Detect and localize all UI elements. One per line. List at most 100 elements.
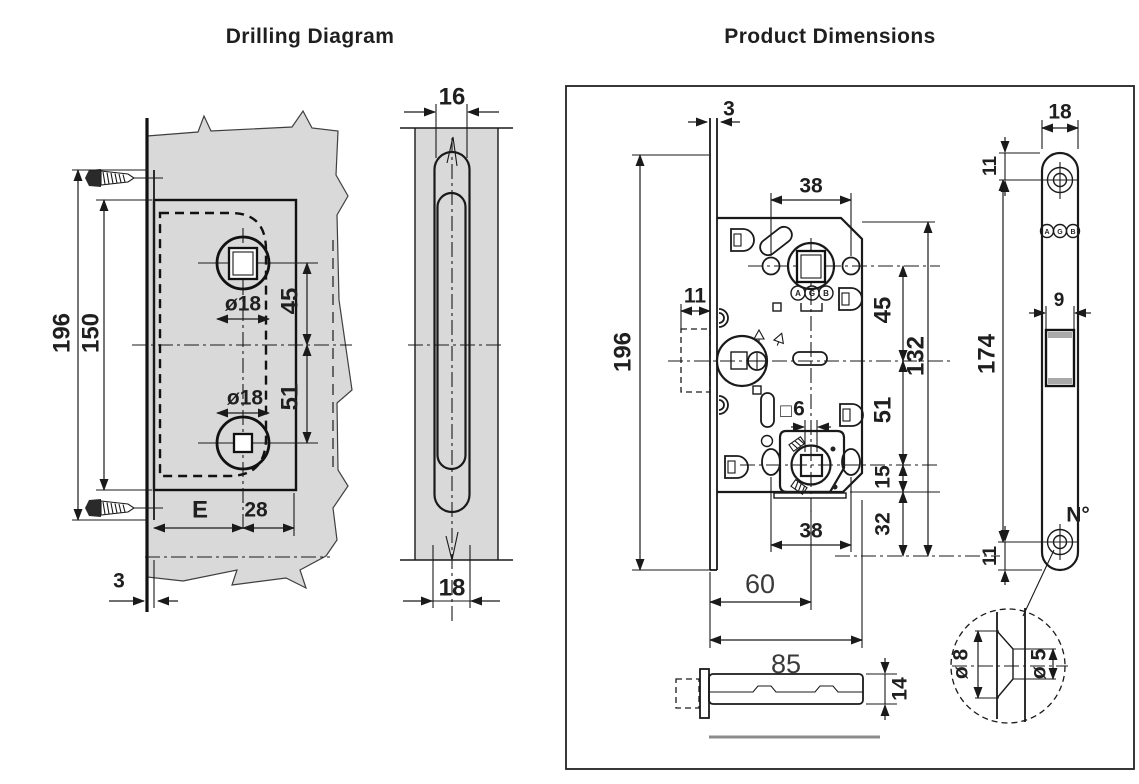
dim-15-label: 15 — [872, 465, 895, 489]
dim-latch-width: 9 — [1029, 290, 1091, 330]
dim-196-label: 196 — [609, 332, 636, 372]
body-seam-line — [709, 685, 863, 693]
dia18-bottom-label: ø18 — [227, 387, 264, 410]
dim-51-label: 51 — [276, 384, 303, 411]
right-dimension-stack: 45 51 15 32 132 — [850, 221, 940, 557]
bracket-mark — [800, 303, 823, 312]
dim-16-label: 16 — [439, 83, 466, 110]
dim-E-label: E — [192, 496, 208, 523]
agb-logo: A G B — [790, 285, 834, 301]
small-square-port — [772, 302, 782, 312]
dim-150-label: 150 — [77, 313, 104, 353]
cylinder-screw-hole — [761, 448, 781, 476]
slot-hole — [760, 392, 775, 428]
logo-letter: G — [1057, 229, 1063, 236]
faceplate-screw-hole-bottom — [1043, 524, 1077, 560]
logo-letter: A — [1044, 229, 1049, 236]
break-mark — [446, 136, 458, 167]
handle-screw-hole — [761, 256, 781, 276]
product-dimensions-panel: 196 3 — [565, 85, 1135, 770]
dim-body-thickness: 14 — [866, 658, 912, 720]
drilling-diagram: 196 150 45 51 ø18 ø18 E 28 — [48, 83, 513, 622]
dim-45-label: 45 — [869, 297, 896, 324]
dim-pocket-height: 150 — [77, 199, 152, 491]
dim-dia5-label: ø 5 — [1028, 649, 1051, 680]
dim-top-hole-diameter: ø18 — [216, 293, 270, 324]
lock-mechanism-parts: A G B — [680, 225, 864, 499]
dim-hole-to-center: 45 — [276, 262, 312, 346]
door-edge-view: 16 18 — [400, 83, 513, 622]
dim-3-label: 3 — [723, 98, 735, 121]
small-hole — [760, 434, 774, 448]
square-symbol: □ — [780, 401, 792, 422]
dim-45-label: 45 — [276, 288, 303, 315]
dim-11-top-label: 11 — [980, 156, 1001, 177]
dim-9-label: 9 — [1054, 290, 1065, 311]
dim-overall-height: 196 — [48, 169, 148, 521]
logo-letter: B — [823, 289, 829, 298]
faceplate-screw-hole-top — [1043, 162, 1077, 199]
dim-174-label: 174 — [973, 333, 1000, 374]
magnet-protrusion-dashed — [675, 678, 700, 709]
magnet-latch-assembly — [680, 328, 769, 393]
dim-14-label: 14 — [889, 677, 912, 701]
dim-38-top-label: 38 — [799, 175, 823, 198]
faceplate-hook — [718, 308, 729, 328]
dim-faceplate-width: 18 — [1041, 101, 1079, 149]
dim-3-label: 3 — [113, 570, 125, 593]
dim-60-label: 60 — [745, 569, 775, 599]
slot-hole — [792, 351, 828, 366]
dim-square-size: □ 6 — [780, 398, 831, 452]
dim-slot-bottom-width: 18 — [403, 545, 500, 608]
dim-backset: E 28 — [153, 493, 295, 536]
left-title: Drilling Diagram — [226, 25, 395, 48]
body-bar — [708, 673, 864, 705]
small-square-port — [752, 385, 762, 395]
dim-slot-top-width: 16 — [404, 83, 499, 158]
logo-letter: B — [1070, 229, 1075, 236]
dim-magnet-depth: 11 — [680, 285, 711, 330]
dim-132-label: 132 — [902, 336, 929, 376]
dim-32-label: 32 — [872, 512, 895, 535]
cylinder-block — [773, 429, 847, 499]
dim-handle-holes-span: 38 — [770, 175, 852, 256]
spindle-drill-hole — [215, 235, 271, 291]
logo-letter: A — [795, 289, 801, 298]
dim-196-label: 196 — [48, 313, 75, 353]
cylinder-screw-hole — [841, 448, 861, 476]
dim-11-label: 11 — [684, 285, 707, 308]
dim-plate-offset: 3 — [109, 570, 178, 606]
dim-plate-thickness: 3 — [688, 98, 740, 127]
faceplate-front-view: 18 11 A G B — [973, 101, 1091, 617]
dim-bottom-hole-diameter: ø18 — [216, 387, 270, 418]
right-title: Product Dimensions — [724, 25, 935, 48]
countersink-detail: ø 8 ø 5 — [950, 608, 1068, 724]
spindle-hub — [786, 241, 836, 291]
dim-18-label: 18 — [1048, 101, 1072, 124]
spindle-square — [795, 249, 827, 284]
lock-body-dashed-outline — [158, 211, 268, 478]
faceplate-hook — [718, 395, 729, 415]
dim-backset-60: 60 — [709, 510, 812, 648]
magnet-protrusion-dashed — [680, 328, 711, 393]
dim-dia8-label: ø 8 — [950, 649, 973, 680]
handle-screw-hole — [841, 256, 861, 276]
agb-logo-small: A G B — [1039, 223, 1081, 239]
break-mark — [445, 531, 459, 561]
dim-screw-holes-span: 174 — [973, 179, 1046, 543]
dim-center-to-hole: 51 — [276, 344, 312, 444]
dia18-top-label: ø18 — [225, 293, 262, 316]
latch-opening — [1044, 328, 1076, 388]
lock-side-view: 14 — [675, 658, 912, 739]
logo-letter: G — [809, 289, 815, 298]
dim-51-label: 51 — [869, 397, 896, 424]
serial-number-label: N° — [1066, 504, 1090, 527]
dim-18-label: 18 — [439, 574, 466, 601]
dim-28-label: 28 — [244, 499, 268, 522]
lever-glyph — [772, 332, 785, 346]
dim-11-bottom-label: 11 — [980, 546, 1001, 567]
dim-body-height: 196 — [609, 154, 712, 571]
detail-leader-line — [1022, 549, 1055, 617]
